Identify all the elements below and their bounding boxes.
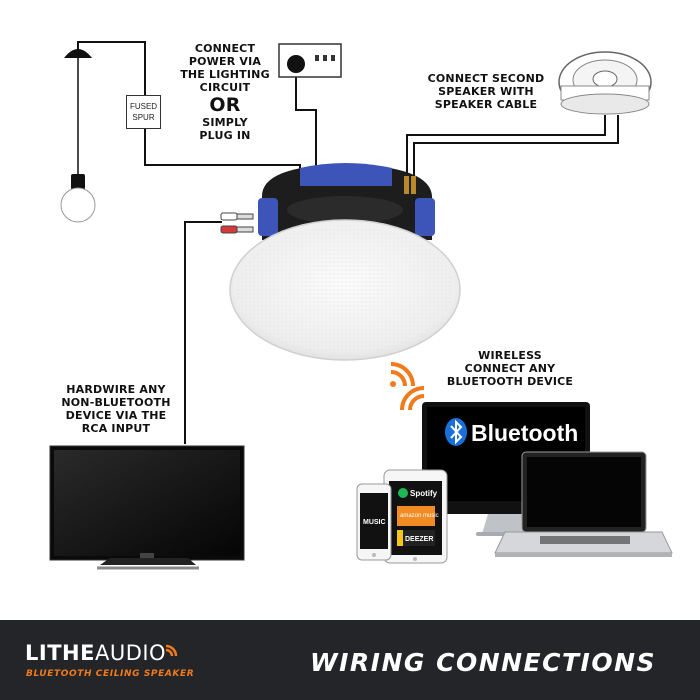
hardwire-label-line-1: HARDWIRE ANY [66,383,166,396]
pendant-light [60,49,96,223]
wires [77,41,619,444]
spotify-label: Spotify [410,489,438,498]
television [49,445,245,570]
diagram-canvas: Bluetooth Spotify amazon music DEEZER MU… [49,41,673,570]
second-label-line-2: SPEAKER WITH [438,85,534,98]
power-label-line-3: THE LIGHTING [180,68,270,81]
brand-part-1: LITHE [25,641,95,665]
apple-music-label: MUSIC [363,519,386,526]
fused-spur-label-2: SPUR [132,113,155,122]
brand-signal-icon [165,644,178,657]
lighting-wire [77,41,146,95]
second-speaker [558,51,652,115]
power-label-line-1: CONNECT [194,42,256,55]
hardwire-label-line-3: DEVICE VIA THE [65,409,167,422]
brand-tagline: BLUETOOTH CEILING SPEAKER [26,669,195,679]
fused-spur-box: FUSED SPUR [126,95,161,129]
bluetooth-icon [445,418,467,446]
footer-title: WIRING CONNECTIONS [310,648,656,677]
wireless-label-line-1: WIRELESS [478,349,542,362]
second-label-line-3: SPEAKER CABLE [434,98,538,111]
wireless-label: WIRELESS CONNECT ANY BLUETOOTH DEVICE [436,349,584,388]
bluetooth-logo-text: Bluetooth [471,420,578,446]
speaker-cable-2 [413,115,619,190]
plug-label-line-1: SIMPLY [202,116,248,129]
rca-plugs [220,212,254,234]
ceiling-speaker [229,163,461,361]
second-label-line-1: CONNECT SECOND [427,72,545,85]
fused-spur-label-1: FUSED [129,102,158,111]
plug-wire [295,66,317,195]
brand-part-2: AUDIO [94,641,167,665]
laptop [494,451,673,557]
amazon-music-label: amazon music [400,513,439,519]
second-speaker-label: CONNECT SECOND SPEAKER WITH SPEAKER CABL… [420,72,552,111]
hardwire-label-line-4: RCA INPUT [81,422,151,435]
brand-logo: LITHEAUDIO [25,641,166,665]
power-connection-label: CONNECT POWER VIA THE LIGHTING CIRCUIT O… [180,42,270,142]
wireless-signal-icon [390,362,429,411]
tablet: Spotify amazon music DEEZER [383,469,448,564]
footer-bar [0,620,700,700]
wall-socket [278,43,342,78]
phone: MUSIC [356,483,392,561]
power-label-line-2: POWER VIA [188,55,262,68]
hardwire-label-line-2: NON-BLUETOOTH [61,396,171,409]
plug-label-line-2: PLUG IN [199,129,251,142]
deezer-label: DEEZER [405,536,433,543]
rca-wire [184,221,222,444]
speaker-cable-1 [406,115,606,190]
or-label: OR [209,94,241,116]
wireless-label-line-3: BLUETOOTH DEVICE [446,375,574,388]
hardwire-label: HARDWIRE ANY NON-BLUETOOTH DEVICE VIA TH… [55,383,177,435]
wireless-label-line-2: CONNECT ANY [464,362,556,375]
power-label-line-4: CIRCUIT [199,81,251,94]
